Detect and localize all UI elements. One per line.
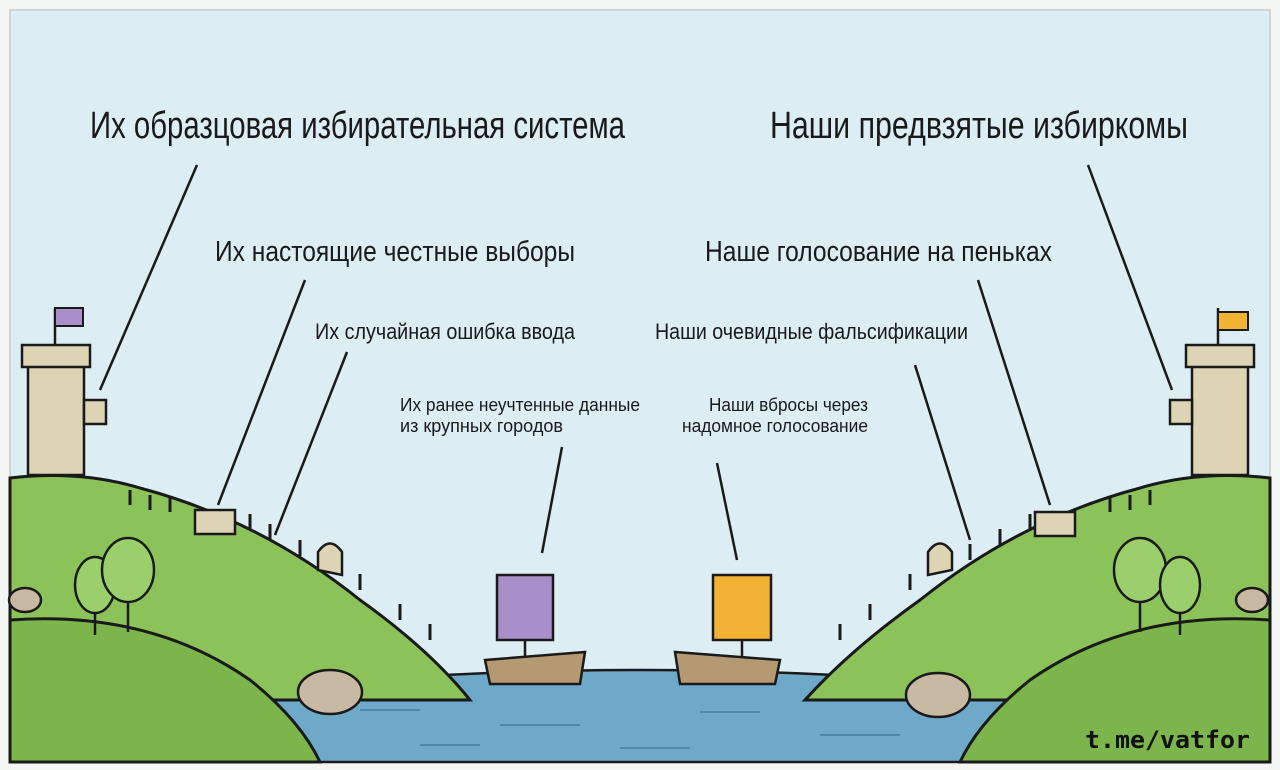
right-elections-caption: Наше голосование на пеньках	[705, 236, 1052, 268]
left-rock	[296, 668, 364, 716]
left-data-caption-line1: Их ранее неучтенные данные	[400, 395, 640, 415]
left-foreground-hill	[8, 617, 323, 764]
left-fence	[128, 490, 432, 640]
right-data-caption-line2: надомное голосование	[682, 416, 868, 436]
right-tower	[1168, 308, 1256, 477]
left-trees	[7, 536, 156, 635]
right-stump	[1033, 510, 1077, 538]
left-system-caption: Их образцовая избирательная система	[90, 105, 626, 147]
left-elections-caption: Их настоящие честные выборы	[215, 236, 575, 268]
left-stump	[193, 508, 237, 536]
right-fence	[838, 490, 1152, 640]
left-sail	[495, 573, 555, 642]
watermark: t.me/vatfor	[1085, 726, 1250, 754]
left-tower	[20, 307, 108, 477]
right-data-caption-line1: Наши вбросы через	[709, 395, 868, 415]
pointer-lines	[98, 164, 1174, 561]
right-rock	[904, 671, 972, 719]
water-ripples	[360, 709, 900, 749]
right-hut	[926, 542, 954, 577]
right-flag	[1217, 311, 1249, 331]
right-foreground-hill	[957, 617, 1272, 764]
right-sail	[711, 573, 773, 642]
left-hut	[316, 542, 344, 577]
right-system-caption: Наши предвзятые избиркомы	[770, 105, 1188, 147]
right-trees	[1112, 536, 1270, 635]
left-boat	[483, 573, 587, 686]
right-boat	[673, 573, 782, 686]
left-error-caption: Их случайная ошибка ввода	[315, 319, 576, 344]
left-flag	[54, 307, 84, 327]
left-data-caption-line2: из крупных городов	[400, 416, 563, 436]
right-error-caption: Наши очевидные фальсификации	[655, 319, 968, 344]
